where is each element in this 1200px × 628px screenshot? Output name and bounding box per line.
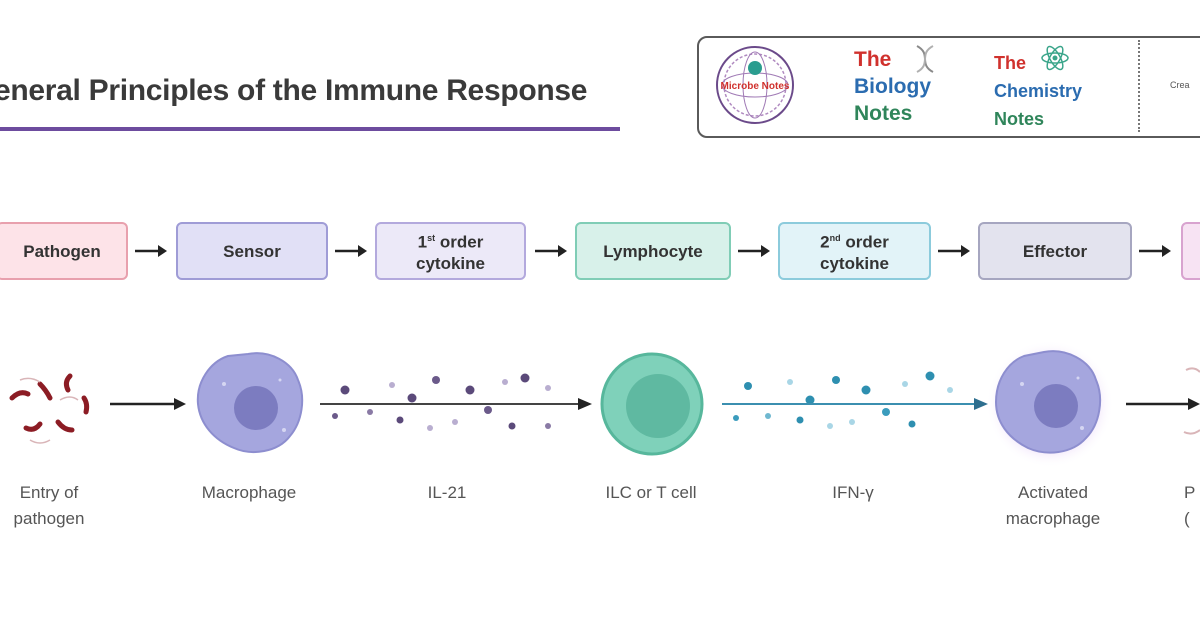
chemistry-notes-logo: The Chemistry Notes: [994, 49, 1082, 133]
long-arrow-3: [722, 398, 988, 410]
flow-box-partial: [1181, 222, 1200, 280]
flow-box-pathogen: Pathogen: [0, 222, 128, 280]
flow-arrow-6: [1139, 245, 1171, 257]
biology-logo-word-2: Biology: [854, 75, 931, 98]
label-partial: P(: [1184, 483, 1196, 528]
flow-box-lymphocyte: Lymphocyte: [575, 222, 731, 280]
created-with-text: Crea: [1170, 80, 1190, 90]
partial-pathogen-icon: [1183, 367, 1200, 435]
lymphocyte-icon: [600, 352, 704, 456]
dna-icon: [916, 45, 934, 73]
biology-notes-logo: The Biology Notes: [854, 46, 931, 127]
chemistry-logo-word-3: Notes: [994, 109, 1045, 129]
flow-box-effector: Effector: [978, 222, 1132, 280]
long-arrow-2: [320, 398, 592, 410]
biology-logo-word-1: The: [854, 48, 892, 71]
flow-arrow-5: [938, 245, 970, 257]
flow-arrow-1: [135, 245, 167, 257]
cytokine-il21-dots: [332, 373, 551, 431]
illustration-row: [9, 340, 1200, 468]
label-macrophage: Macrophage: [201, 483, 297, 502]
flow-arrow-3: [535, 245, 567, 257]
label-ifn-gamma: IFN-γ: [832, 483, 874, 502]
flow-box-sensor: Sensor: [176, 222, 328, 280]
microbe-notes-logo: Microbe Notes: [716, 46, 794, 124]
long-arrow-4: [1126, 398, 1200, 410]
title-underline: [0, 127, 620, 131]
pathogen-icon: [9, 373, 90, 444]
macrophage-icon: [196, 352, 304, 453]
long-arrow-1: [110, 398, 186, 410]
microbe-logo-text: Microbe Notes: [721, 81, 790, 92]
logo-divider: [1138, 40, 1140, 132]
label-il-21: IL-21: [427, 483, 467, 502]
flow-arrow-4: [738, 245, 770, 257]
activated-macrophage-icon: [986, 340, 1114, 468]
chemistry-logo-word-2: Chemistry: [994, 81, 1083, 101]
cytokine-ifn-gamma-dots: [733, 371, 953, 429]
diagram-title: eneral Principles of the Immune Response: [0, 74, 588, 107]
chemistry-logo-word-1: The: [994, 53, 1027, 73]
flow-arrow-2: [335, 245, 367, 257]
label-ilc-or-t-cell: ILC or T cell: [605, 483, 697, 502]
biology-logo-word-3: Notes: [854, 102, 913, 125]
atom-icon: [1041, 45, 1069, 71]
